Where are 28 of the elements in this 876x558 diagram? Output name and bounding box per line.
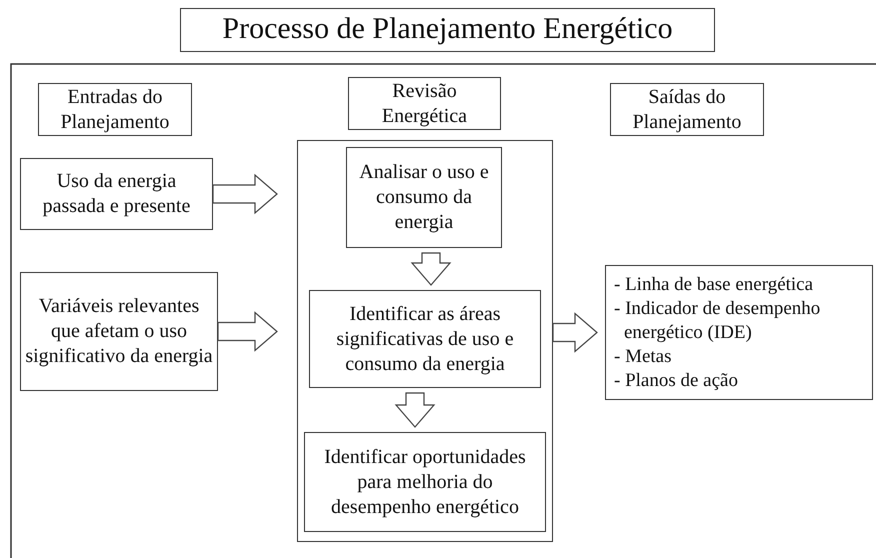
process-box [304, 432, 546, 532]
box-text: Analisar o uso e consumo da energia [358, 160, 490, 235]
block-arrow [552, 312, 598, 353]
list-item: - Linha de base energética [614, 272, 814, 296]
list-item: - Planos de ação [614, 368, 738, 392]
box-text: Saídas do Planejamento [632, 84, 742, 134]
box-text: Entradas do Planejamento [60, 84, 170, 134]
block-arrow [394, 392, 436, 428]
box-text: Identificar as áreas significativas de uso e consumo da energia [335, 302, 515, 376]
process-box [605, 265, 873, 400]
box-text: Identificar oportunidades para melhoria do desempenho energético [323, 444, 527, 520]
process-box [610, 83, 764, 136]
diagram-title: Processo de Planejamento Energético [180, 8, 715, 52]
box-text: Uso da energia passada e presente [42, 169, 192, 219]
list-item: - Indicador de desempenho energético (IDE) [614, 296, 822, 344]
block-arrow [217, 311, 278, 352]
process-box [309, 290, 541, 388]
process-box [348, 77, 501, 130]
list-item: - Metas [614, 344, 672, 368]
process-box [38, 83, 192, 136]
box-text: Variáveis relevantes que afetam o uso significativo da energia [25, 294, 213, 369]
process-box [20, 272, 218, 391]
process-box [20, 158, 213, 230]
group-box [297, 140, 553, 542]
block-arrow [410, 252, 452, 286]
process-box [346, 147, 502, 248]
block-arrow [212, 174, 278, 214]
box-text: Revisão Energética [380, 78, 468, 128]
